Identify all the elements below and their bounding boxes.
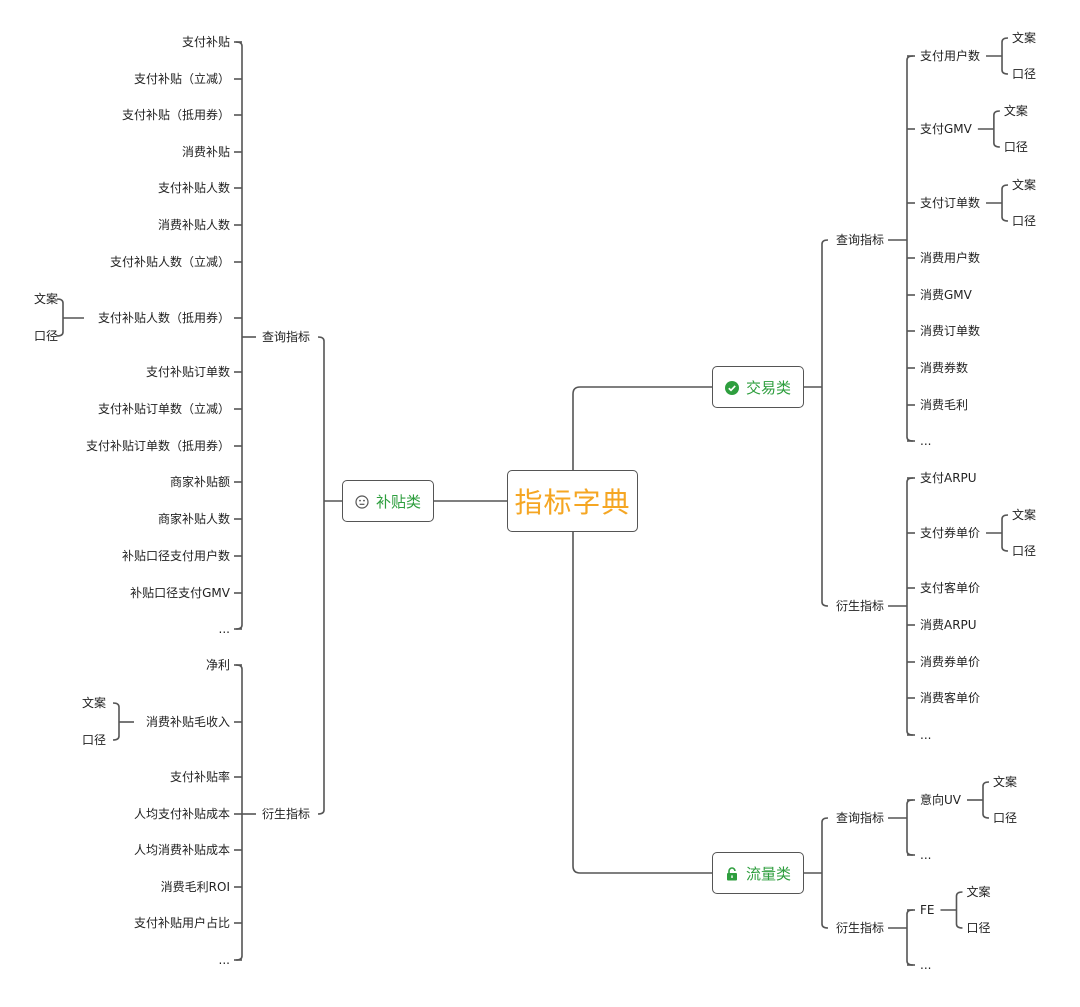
bracket-line — [906, 55, 914, 442]
metric-label[interactable]: 支付补贴（抵用券） — [121, 108, 230, 122]
metric-label[interactable]: 消费GMV — [920, 288, 972, 302]
metric-label[interactable]: 补贴口径支付GMV — [130, 586, 230, 600]
branch-trade-title: 交易类 — [745, 378, 791, 397]
metric-label[interactable]: 消费ARPU — [920, 618, 977, 632]
metric-label[interactable]: 支付ARPU — [920, 471, 977, 485]
category-derived-trade[interactable]: 衍生指标 — [836, 599, 885, 613]
metric-label[interactable]: 消费毛利 — [920, 398, 969, 412]
metric-label[interactable]: FE — [920, 903, 935, 917]
metric-label[interactable]: 消费毛利ROI — [160, 880, 230, 894]
metric-label[interactable]: 商家补贴额 — [169, 475, 230, 489]
bracket-line — [955, 891, 963, 929]
bracket-line — [1001, 184, 1009, 222]
ellipsis-item[interactable]: ... — [218, 622, 230, 636]
sub-copy-label[interactable]: 文案 — [33, 292, 58, 306]
ellipsis-item[interactable]: ... — [920, 958, 932, 972]
root-to-trade-line — [572, 386, 712, 470]
sub-caliber-label[interactable]: 口径 — [33, 329, 58, 343]
check-circle-icon — [724, 380, 739, 395]
metric-label[interactable]: 支付补贴订单数（抵用券） — [85, 439, 230, 453]
bracket-line — [993, 110, 1000, 148]
bracket-line — [235, 664, 243, 961]
metric-label[interactable]: 支付券单价 — [920, 526, 981, 540]
category-query-trade[interactable]: 查询指标 — [836, 233, 885, 247]
metric-label[interactable]: 消费订单数 — [920, 324, 981, 338]
bracket-line — [906, 909, 914, 966]
metric-label[interactable]: 支付客单价 — [920, 581, 981, 595]
metric-label[interactable]: 消费券数 — [920, 361, 969, 375]
bracket-line — [1001, 37, 1009, 75]
metric-label[interactable]: 意向UV — [920, 793, 961, 807]
sub-caliber-label[interactable]: 口径 — [1003, 140, 1028, 154]
metric-label[interactable]: 支付补贴（立减） — [133, 72, 230, 86]
metric-label[interactable]: 支付GMV — [920, 122, 972, 136]
sub-caliber-label[interactable]: 口径 — [81, 733, 106, 747]
metric-label[interactable]: 商家补贴人数 — [157, 512, 230, 526]
metric-label[interactable]: 支付用户数 — [920, 49, 981, 63]
root-to-traffic-line — [572, 532, 712, 874]
metric-label[interactable]: 补贴口径支付用户数 — [121, 549, 230, 563]
sub-copy-label[interactable]: 文案 — [1003, 104, 1028, 118]
branch-trade[interactable]: 交易类 — [712, 366, 804, 408]
metric-label[interactable]: 人均支付补贴成本 — [133, 807, 230, 821]
ellipsis-item[interactable]: ... — [920, 848, 932, 862]
neutral-face-icon — [355, 494, 369, 509]
metric-label[interactable]: 支付补贴用户占比 — [133, 916, 230, 930]
metric-label[interactable]: 消费补贴人数 — [157, 218, 230, 232]
root-node[interactable]: 指标字典 — [507, 470, 638, 532]
bracket-line — [235, 41, 243, 630]
metric-label[interactable]: 支付补贴率 — [169, 770, 230, 784]
sub-caliber-label[interactable]: 口径 — [966, 921, 991, 935]
metric-label[interactable]: 支付补贴人数（抵用券） — [97, 311, 230, 325]
sub-copy-label[interactable]: 文案 — [993, 775, 1018, 789]
metric-label[interactable]: 支付补贴订单数（立减） — [97, 402, 230, 416]
sub-caliber-label[interactable]: 口径 — [993, 811, 1018, 825]
metric-label[interactable]: 支付补贴订单数 — [145, 365, 230, 379]
metric-label[interactable]: 支付补贴人数 — [157, 181, 230, 195]
bracket-line — [317, 336, 325, 815]
metric-label[interactable]: 净利 — [205, 658, 230, 672]
sub-caliber-label[interactable]: 口径 — [1012, 214, 1037, 228]
bracket-line — [112, 702, 120, 741]
bracket-line — [982, 781, 990, 819]
sub-copy-label[interactable]: 文案 — [1012, 508, 1037, 522]
ellipsis-item[interactable]: ... — [920, 434, 932, 448]
sub-caliber-label[interactable]: 口径 — [1012, 544, 1037, 558]
category-query-traffic[interactable]: 查询指标 — [836, 811, 885, 825]
ellipsis-item[interactable]: ... — [920, 728, 932, 742]
metric-label[interactable]: 人均消费补贴成本 — [133, 843, 230, 857]
metric-label[interactable]: 支付补贴人数（立减） — [109, 255, 230, 269]
sub-copy-label[interactable]: 文案 — [81, 696, 106, 710]
category-derived-subsidy[interactable]: 衍生指标 — [262, 807, 311, 821]
metric-label[interactable]: 消费用户数 — [920, 251, 981, 265]
bracket-line — [906, 799, 914, 856]
sub-copy-label[interactable]: 文案 — [1012, 178, 1037, 192]
unlock-icon — [725, 866, 739, 881]
branch-subsidy[interactable]: 补贴类 — [342, 480, 434, 522]
sub-caliber-label[interactable]: 口径 — [1012, 67, 1037, 81]
metric-label[interactable]: 消费补贴 — [181, 145, 230, 159]
branch-traffic[interactable]: 流量类 — [712, 852, 804, 894]
category-derived-traffic[interactable]: 衍生指标 — [836, 921, 885, 935]
metric-label[interactable]: 消费客单价 — [920, 691, 981, 705]
root-title: 指标字典 — [514, 486, 631, 519]
bracket-line — [821, 817, 829, 929]
metric-label[interactable]: 支付订单数 — [920, 196, 981, 210]
metric-label[interactable]: 支付补贴 — [181, 35, 230, 49]
category-query-subsidy[interactable]: 查询指标 — [262, 330, 311, 344]
bracket-line — [906, 477, 914, 736]
bracket-line — [821, 239, 829, 607]
branch-traffic-title: 流量类 — [745, 864, 791, 883]
metric-label[interactable]: 消费补贴毛收入 — [145, 715, 230, 729]
ellipsis-item[interactable]: ... — [218, 953, 230, 967]
branch-subsidy-title: 补贴类 — [375, 492, 421, 511]
metric-label[interactable]: 消费券单价 — [920, 655, 981, 669]
sub-copy-label[interactable]: 文案 — [966, 885, 991, 899]
bracket-line — [56, 298, 64, 337]
sub-copy-label[interactable]: 文案 — [1012, 31, 1037, 45]
bracket-line — [1001, 514, 1009, 552]
